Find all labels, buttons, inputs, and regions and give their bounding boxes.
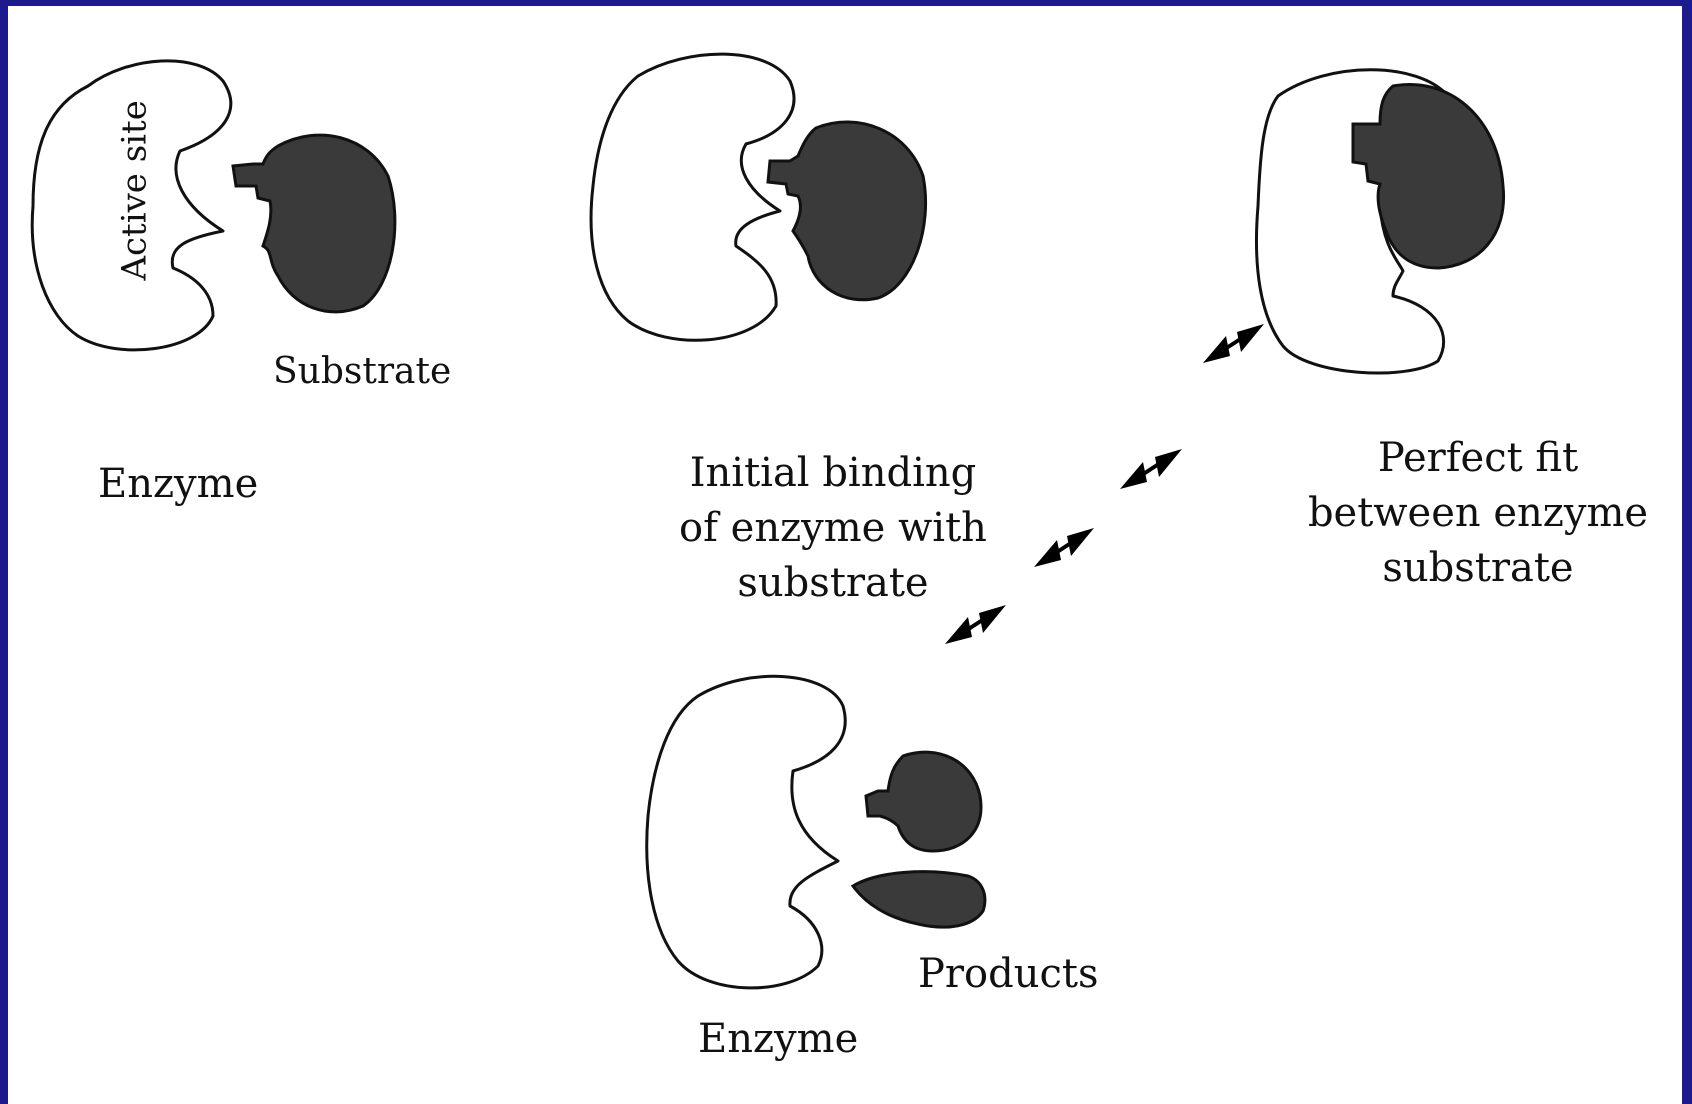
double-arrow-3 [1034, 528, 1094, 567]
product-2 [853, 872, 985, 927]
enzyme-stage-2 [591, 54, 794, 340]
initial-binding-line-3: substrate [633, 556, 1033, 611]
double-arrow-1 [1203, 324, 1264, 363]
products-label: Products [918, 951, 1099, 997]
active-site-label: Active site [115, 111, 154, 281]
perfect-fit-line-3: substrate [1278, 541, 1678, 596]
initial-binding-line-1: Initial binding [633, 446, 1033, 501]
substrate-stage-2 [768, 122, 926, 300]
perfect-fit-line-2: between enzyme [1278, 486, 1678, 541]
diagram-frame: Active site Substrate Enzyme Initial bin… [8, 6, 1682, 1104]
substrate-label: Substrate [273, 351, 451, 392]
perfect-fit-label: Perfect fit between enzyme substrate [1278, 431, 1678, 596]
enzyme-label-top: Enzyme [98, 461, 258, 507]
enzyme-stage-4 [647, 676, 845, 988]
perfect-fit-line-1: Perfect fit [1278, 431, 1678, 486]
initial-binding-line-2: of enzyme with [633, 501, 1033, 556]
initial-binding-label: Initial binding of enzyme with substrate [633, 446, 1033, 611]
substrate-stage-1 [233, 135, 395, 312]
enzyme-label-bottom: Enzyme [698, 1016, 858, 1062]
product-1 [866, 752, 981, 851]
double-arrow-2 [1120, 449, 1182, 489]
